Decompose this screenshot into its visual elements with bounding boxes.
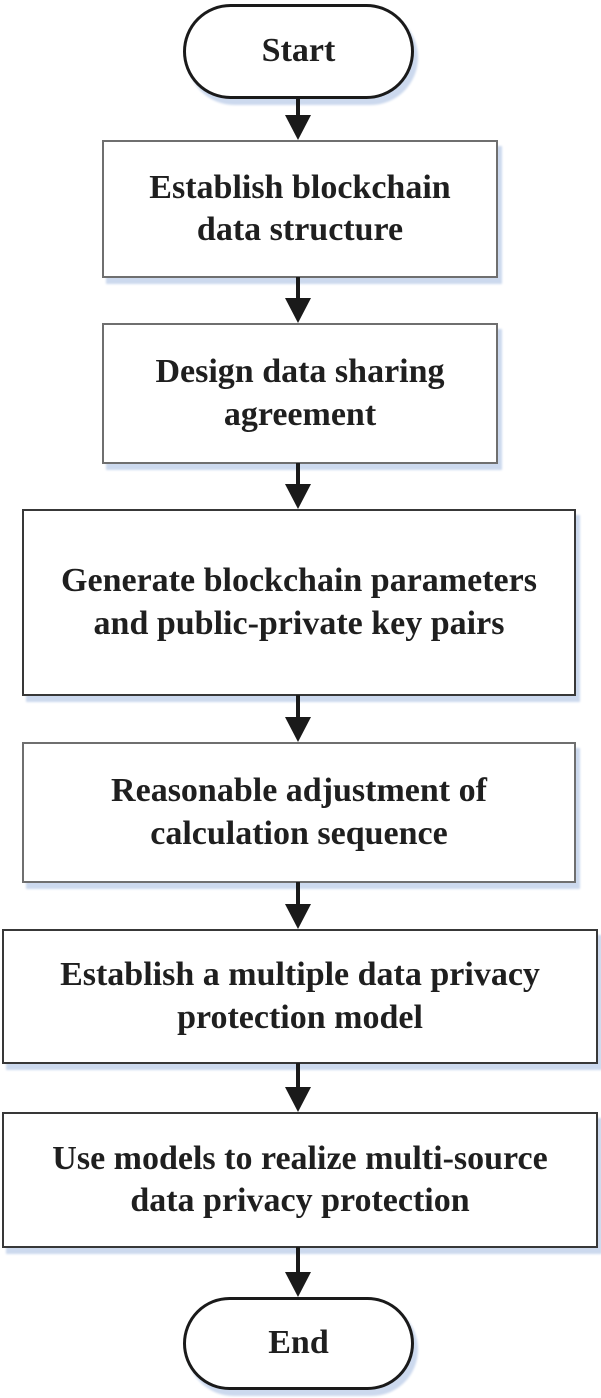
arrow-stem (296, 97, 300, 115)
label-line: Use models to realize multi-source (52, 1139, 548, 1177)
label-line: Generate blockchain parameters (61, 562, 537, 600)
label-line: agreement (223, 395, 377, 433)
node-generate-blockchain-parameters: Generate blockchain parameters and publi… (22, 509, 576, 696)
arrowhead-down-icon (285, 484, 311, 509)
label-line: Reasonable adjustment of (111, 772, 487, 810)
node-end-label: End (268, 1324, 329, 1362)
label-line: protection model (177, 998, 423, 1036)
arrow-stem (296, 1063, 300, 1087)
node-establish-blockchain-data-structure: Establish blockchain data structure (102, 140, 498, 278)
connector-arrow-1 (285, 97, 311, 140)
node-establish-multiple-data-privacy-protection-model: Establish a multiple data privacy protec… (2, 929, 598, 1064)
label-line: Design data sharing (155, 353, 445, 391)
node-label: Design data sharing agreement (104, 351, 496, 435)
arrow-stem (296, 882, 300, 904)
node-reasonable-adjustment-of-calculation-sequence: Reasonable adjustment of calculation seq… (22, 742, 576, 883)
node-label: Reasonable adjustment of calculation seq… (24, 770, 574, 854)
node-label: Generate blockchain parameters and publi… (24, 560, 574, 644)
connector-arrow-7 (285, 1247, 311, 1297)
node-use-models-to-realize-multi-source-data-privacy-protection: Use models to realize multi-source data … (2, 1112, 598, 1248)
node-start-label: Start (261, 32, 336, 70)
connector-arrow-6 (285, 1063, 311, 1112)
label-line: and public-private key pairs (93, 604, 505, 642)
label-line: calculation sequence (150, 814, 448, 852)
label-line: data privacy protection (130, 1182, 470, 1219)
node-design-data-sharing-agreement: Design data sharing agreement (102, 323, 498, 464)
arrowhead-down-icon (285, 1272, 311, 1297)
connector-arrow-3 (285, 463, 311, 509)
node-end: End (183, 1297, 414, 1390)
label-line: Establish blockchain (149, 168, 451, 206)
arrowhead-down-icon (285, 298, 311, 323)
arrowhead-down-icon (285, 115, 311, 140)
arrowhead-down-icon (285, 904, 311, 929)
node-start: Start (183, 4, 414, 99)
node-label: Establish blockchain data structure (104, 167, 496, 251)
connector-arrow-5 (285, 882, 311, 929)
arrow-stem (296, 277, 300, 298)
label-line: Establish a multiple data privacy (60, 956, 540, 994)
connector-arrow-2 (285, 277, 311, 323)
arrow-stem (296, 695, 300, 717)
label-line: data structure (196, 211, 404, 248)
node-label: Establish a multiple data privacy protec… (4, 954, 596, 1038)
arrowhead-down-icon (285, 717, 311, 742)
node-label: Use models to realize multi-source data … (4, 1138, 596, 1222)
arrowhead-down-icon (285, 1087, 311, 1112)
arrow-stem (296, 463, 300, 484)
arrow-stem (296, 1247, 300, 1272)
connector-arrow-4 (285, 695, 311, 742)
